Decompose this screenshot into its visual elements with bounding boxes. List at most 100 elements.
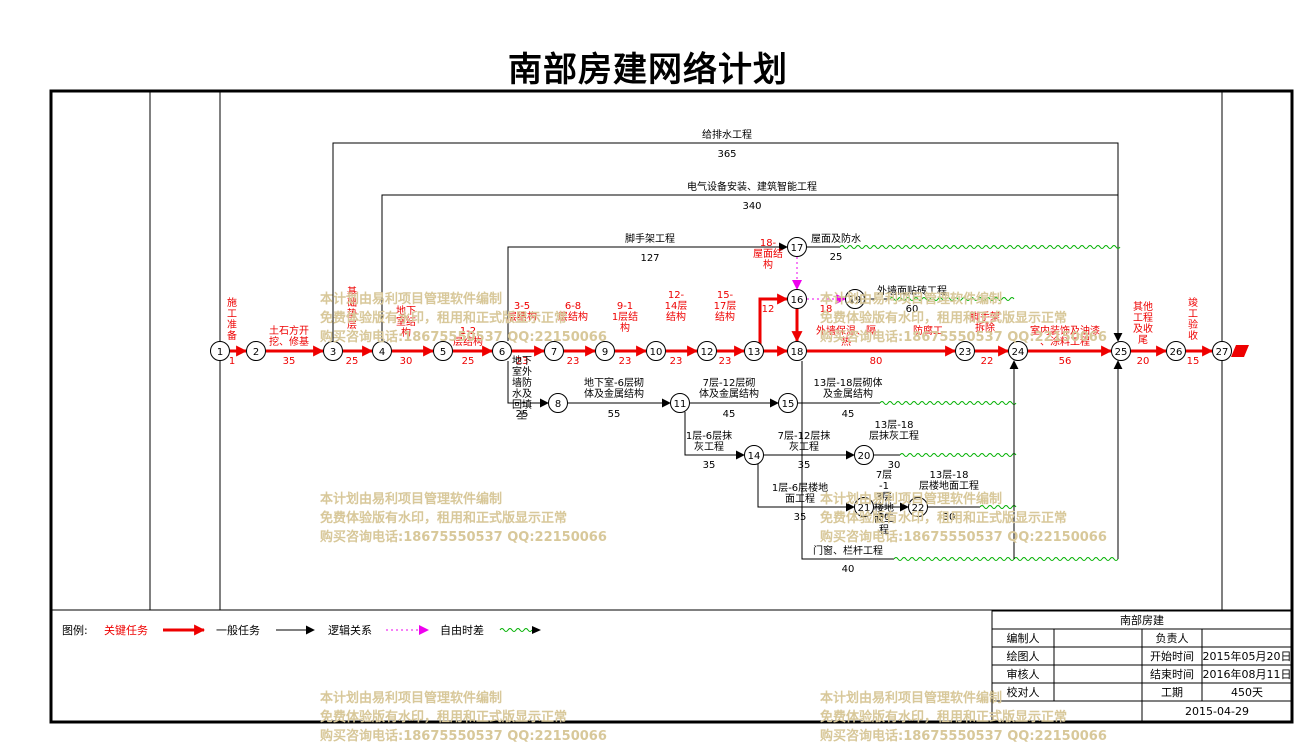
node-23[interactable]: 23 bbox=[955, 341, 975, 361]
name-t15-line: 尾 bbox=[1138, 334, 1148, 346]
name-t22-line: 7层-12层砌 bbox=[703, 377, 756, 389]
name-t15-line: 其他 bbox=[1133, 300, 1153, 313]
float-t31 bbox=[839, 245, 1121, 249]
name-t29-line: 13层-18 bbox=[929, 469, 968, 481]
dur-t34: 18 bbox=[820, 304, 833, 315]
info-row-0-label2: 负责人 bbox=[1156, 631, 1189, 645]
name-t20-line: 地下 bbox=[512, 354, 532, 367]
dur-t20: 25 bbox=[516, 409, 529, 420]
name-t10-line: 15- bbox=[717, 290, 734, 301]
dur-t7: 23 bbox=[567, 356, 580, 367]
info-row-2-value2: 2016年08月11日 bbox=[1203, 667, 1292, 681]
node-1[interactable]: 1 bbox=[210, 341, 230, 361]
node-circle bbox=[1212, 341, 1232, 361]
node-label: 7 bbox=[551, 347, 557, 358]
node-label: 15 bbox=[782, 399, 795, 410]
name-t16-char: 竣 bbox=[1188, 296, 1198, 309]
node-21[interactable]: 21 bbox=[854, 497, 874, 517]
name-t28-line: 面工 bbox=[874, 514, 894, 525]
node-label: 12 bbox=[701, 347, 714, 358]
node-11[interactable]: 11 bbox=[670, 393, 690, 413]
node-27[interactable]: 27 bbox=[1212, 341, 1232, 361]
node-2[interactable]: 2 bbox=[246, 341, 266, 361]
node-label: 22 bbox=[912, 503, 925, 514]
name-t3-char: 垫 bbox=[347, 307, 357, 320]
info-row-3-label2: 工期 bbox=[1161, 686, 1183, 699]
dur-t5: 25 bbox=[462, 356, 475, 367]
legend-logic-label: 逻辑关系 bbox=[328, 623, 372, 637]
node-9[interactable]: 9 bbox=[595, 341, 615, 361]
info-row-3-value2: 450天 bbox=[1231, 686, 1263, 699]
node-circle bbox=[246, 341, 266, 361]
name-t9-line: 结构 bbox=[666, 310, 686, 323]
node-10[interactable]: 10 bbox=[646, 341, 666, 361]
name-t26-line: 层抹灰工程 bbox=[869, 429, 919, 442]
node-26[interactable]: 26 bbox=[1166, 341, 1186, 361]
legend-float-label: 自由时差 bbox=[440, 623, 484, 637]
node-circle bbox=[908, 497, 928, 517]
name-t20-line: 水及 bbox=[512, 388, 532, 400]
name-t20-line: 室外 bbox=[512, 365, 532, 378]
info-row-1-value2: 2015年05月20日 bbox=[1203, 649, 1292, 663]
name-t7-line: 6-8 bbox=[565, 301, 581, 312]
name-t32: 外墙面贴砖工程 bbox=[877, 284, 947, 297]
node-3[interactable]: 3 bbox=[323, 341, 343, 361]
dur-t18: 340 bbox=[742, 201, 761, 212]
dur-t19: 127 bbox=[640, 253, 659, 264]
name-t12-line: 外墙保温、隔 bbox=[816, 324, 876, 337]
name-t11-line: 屋面结 bbox=[753, 247, 783, 260]
node-label: 5 bbox=[440, 347, 446, 358]
name-t16-char: 工 bbox=[1188, 309, 1198, 320]
node-label: 6 bbox=[499, 347, 505, 358]
node-16[interactable]: 16 bbox=[787, 289, 807, 309]
node-6[interactable]: 6 bbox=[492, 341, 512, 361]
edge-t20 bbox=[507, 361, 549, 408]
watermark-6: 本计划由易利项目管理软件编制免费体验版有水印，租用和正式版显示正常购买咨询电话:… bbox=[820, 691, 1107, 744]
node-15[interactable]: 15 bbox=[778, 393, 798, 413]
node-20[interactable]: 20 bbox=[854, 445, 874, 465]
node-25[interactable]: 25 bbox=[1111, 341, 1131, 361]
node-17[interactable]: 17 bbox=[787, 237, 807, 257]
node-24[interactable]: 24 bbox=[1008, 341, 1028, 361]
node-12[interactable]: 12 bbox=[697, 341, 717, 361]
dur-t29: 30 bbox=[943, 512, 956, 523]
node-14[interactable]: 14 bbox=[744, 445, 764, 465]
node-label: 3 bbox=[330, 347, 336, 358]
node-label: 1 bbox=[217, 347, 223, 358]
info-row-1-label: 绘图人 bbox=[1007, 649, 1040, 663]
node-13[interactable]: 13 bbox=[744, 341, 764, 361]
dur-t8: 23 bbox=[619, 356, 632, 367]
node-circle bbox=[595, 341, 615, 361]
name-t23-line: 及金属结构 bbox=[823, 387, 873, 400]
node-circle bbox=[787, 237, 807, 257]
name-t11-line: 构 bbox=[763, 258, 773, 271]
name-t20-line: 土 bbox=[517, 409, 527, 422]
node-19[interactable]: 19 bbox=[845, 289, 865, 309]
name-t10-line: 结构 bbox=[715, 310, 735, 323]
node-5[interactable]: 5 bbox=[433, 341, 453, 361]
name-t14-line: 、涂料工程 bbox=[1040, 335, 1090, 348]
node-4[interactable]: 4 bbox=[372, 341, 392, 361]
node-7[interactable]: 7 bbox=[544, 341, 564, 361]
node-8[interactable]: 8 bbox=[548, 393, 568, 413]
dur-t10: 23 bbox=[719, 356, 732, 367]
name-t9-line: 12- bbox=[668, 290, 685, 301]
dur-t31: 25 bbox=[830, 252, 843, 263]
node-18[interactable]: 18 bbox=[787, 341, 807, 361]
name-t17: 给排水工程 bbox=[702, 128, 752, 141]
node-22[interactable]: 22 bbox=[908, 497, 928, 517]
node-label: 19 bbox=[849, 295, 862, 306]
node-circle bbox=[744, 445, 764, 465]
name-t23-line: 13层-18层砌体 bbox=[813, 377, 882, 389]
name-t25-line: 7层-12层抹 bbox=[778, 429, 831, 442]
